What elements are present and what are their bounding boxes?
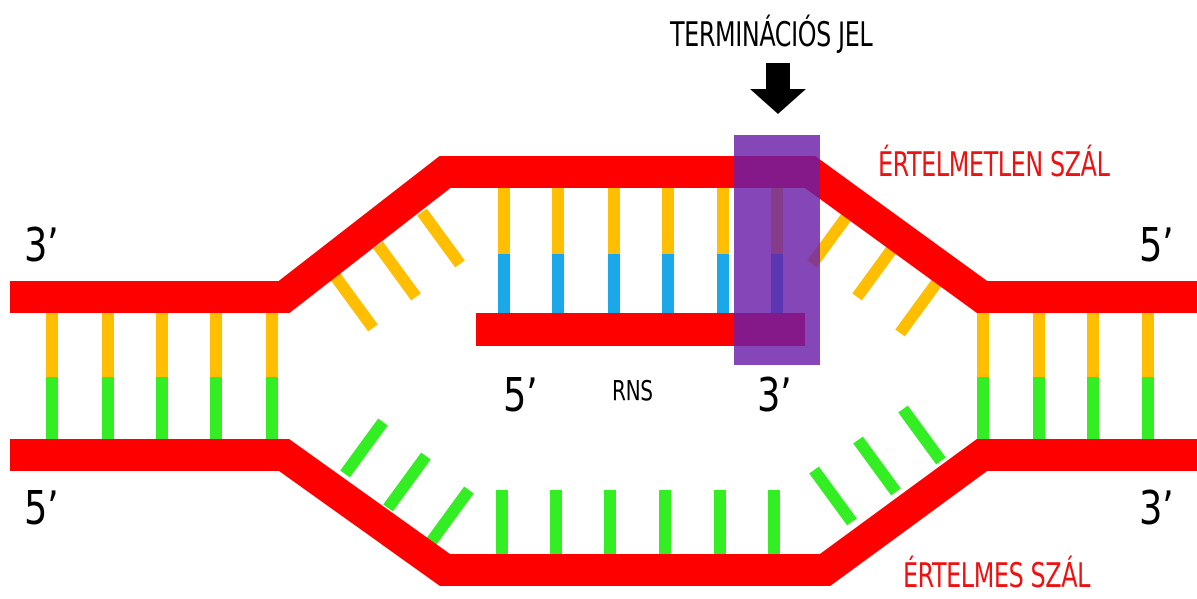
coding-base-slope-5: [853, 436, 901, 496]
template-base-slope-2: [373, 241, 421, 301]
bottom-left-end-label: 5’: [24, 481, 59, 535]
termination-signal-box: [734, 135, 820, 365]
bottom-right-end-label: 3’: [1139, 481, 1174, 535]
coding-base-slope-3: [426, 486, 474, 546]
sense-strand-label: ÉRTELMES SZÁL: [903, 556, 1091, 596]
sense-strand: [10, 439, 1197, 586]
rna-label: RNS: [612, 374, 653, 407]
rna-3-prime-label: 3’: [757, 368, 792, 422]
termination-signal-label: TERMINÁCIÓS JEL: [670, 15, 873, 55]
template-base-slope-5: [852, 241, 900, 301]
down-arrow-icon: [750, 63, 806, 114]
antisense-strand: [10, 156, 1197, 313]
coding-base-slope-4: [809, 466, 857, 526]
rna-5-prime-label: 5’: [503, 368, 538, 422]
template-base-slope-6: [895, 277, 943, 337]
template-base-slope-1: [330, 272, 378, 332]
coding-base-slope-2: [383, 452, 431, 512]
top-left-end-label: 3’: [24, 218, 59, 272]
template-base-slope-3: [417, 208, 465, 268]
coding-base-slope-1: [340, 418, 388, 478]
coding-base-slope-6: [898, 405, 946, 465]
antisense-strand-label: ÉRTELMETLEN SZÁL: [878, 145, 1110, 185]
coding-bases: [46, 377, 1154, 556]
top-right-end-label: 5’: [1139, 218, 1174, 272]
